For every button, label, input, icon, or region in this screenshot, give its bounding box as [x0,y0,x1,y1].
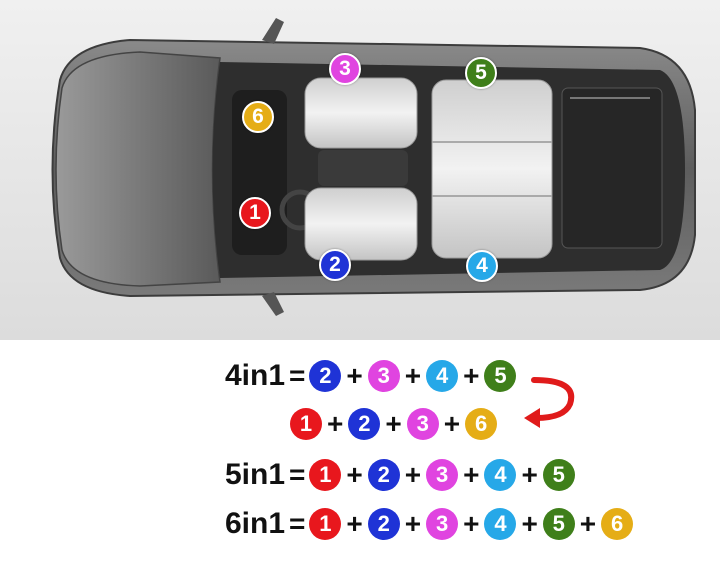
seat-number-3: 3 [367,360,400,392]
plus-sign: + [385,408,402,439]
plus-sign: + [346,508,363,539]
seat-number-1: 1 [309,459,342,491]
terms: 1+2+3+6 [290,408,498,440]
seat-number-1: 1 [309,508,342,540]
formula-label: 5in1 [224,458,285,491]
plus-sign: + [443,408,461,439]
seat-badge-5: 5 [465,57,497,89]
seat-number-1: 1 [290,408,322,440]
seat-number-6: 6 [465,408,498,440]
formula-label: 4in1 [224,359,285,392]
seat-number-2: 2 [309,360,342,392]
swap-arrow-icon [524,377,575,428]
terms: 1+2+3+4+5 [309,459,575,491]
seat-number-2: 2 [348,408,381,440]
plus-sign: + [346,459,363,490]
formula-5in1: 5in1 = 1+2+3+4+5 [195,455,575,495]
seat-number-3: 3 [406,408,439,440]
formula-4in1-alt: 1+2+3+6 [290,404,498,444]
seat-number-4: 4 [484,508,517,540]
plus-sign: + [521,459,538,490]
plus-sign: + [521,508,538,539]
car-top-view-image [0,0,720,340]
plus-sign: + [579,508,597,539]
plus-sign: + [463,508,480,539]
plus-sign: + [404,508,422,539]
plus-sign: + [404,459,422,490]
seat-badge-3: 3 [329,53,361,85]
plus-sign: + [463,360,480,391]
seat-number-5: 5 [542,459,575,491]
seat-badge-6: 6 [242,101,274,133]
terms: 2+3+4+5 [309,360,517,392]
seat-number-5: 5 [484,360,517,392]
seat-badge-1: 1 [239,197,271,229]
equals-sign: = [289,508,306,539]
seat-number-2: 2 [367,508,400,540]
equals-sign: = [289,459,306,490]
seat-badge-2: 2 [319,249,351,281]
plus-sign: + [404,360,422,391]
formula-label: 6in1 [224,507,285,540]
formula-4in1: 4in1 = 2+3+4+5 [195,356,517,396]
formula-6in1: 6in1 = 1+2+3+4+5+6 [195,504,634,544]
seat-number-2: 2 [367,459,400,491]
seat-number-4: 4 [484,459,517,491]
seat-number-3: 3 [426,508,459,540]
terms: 1+2+3+4+5+6 [309,508,634,540]
seat-number-6: 6 [601,508,634,540]
plus-sign: + [327,408,344,439]
equals-sign: = [289,360,306,391]
seat-number-4: 4 [426,360,459,392]
seat-badge-4: 4 [466,250,498,282]
seat-number-5: 5 [542,508,575,540]
plus-sign: + [346,360,363,391]
plus-sign: + [463,459,480,490]
seat-number-3: 3 [426,459,459,491]
